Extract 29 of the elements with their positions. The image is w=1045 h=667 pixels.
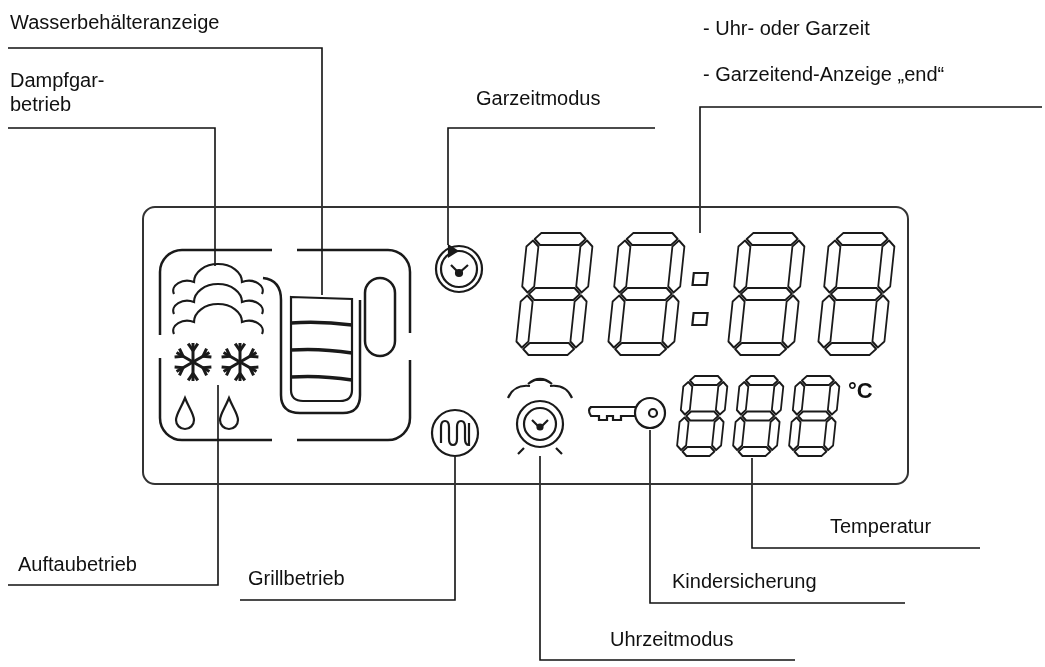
- callout-label: Kindersicherung: [672, 569, 817, 593]
- leader-line: [239, 456, 456, 601]
- leader-line: [7, 47, 323, 296]
- callout-label: Grillbetrieb: [248, 566, 345, 590]
- water-tank-icon: [289, 295, 354, 403]
- callout-label: Uhrzeitmodus: [610, 627, 734, 651]
- unit-label: °C: [848, 378, 873, 404]
- callout-label: Garzeitmodus: [476, 86, 601, 110]
- leader-line: [751, 457, 981, 549]
- temperature-display-drawing: [676, 375, 841, 457]
- snowflakes-icon: [174, 342, 259, 382]
- alarm-clock-icon: [506, 377, 574, 456]
- leader-line: [539, 455, 796, 661]
- time-display-drawing: [515, 232, 896, 356]
- callout-label: - Uhr- oder Garzeit: [703, 16, 870, 40]
- leader-line: [7, 384, 219, 586]
- callout-label: Wasserbehälteranzeige: [10, 10, 220, 34]
- leader-line: [649, 429, 906, 604]
- leader-line: [447, 127, 656, 246]
- grill-icon: [430, 408, 480, 458]
- leader-line: [7, 127, 216, 267]
- callout-label: Dampfgar- betrieb: [10, 68, 106, 116]
- callout-label: Temperatur: [830, 514, 932, 538]
- steam-icon: [172, 262, 264, 335]
- leader-line: [699, 106, 1043, 234]
- callout-label: - Garzeitend-Anzeige „end“: [703, 62, 945, 86]
- timer-icon: [434, 244, 484, 294]
- key-icon: [588, 396, 667, 430]
- callout-label: Auftaubetrieb: [18, 552, 137, 576]
